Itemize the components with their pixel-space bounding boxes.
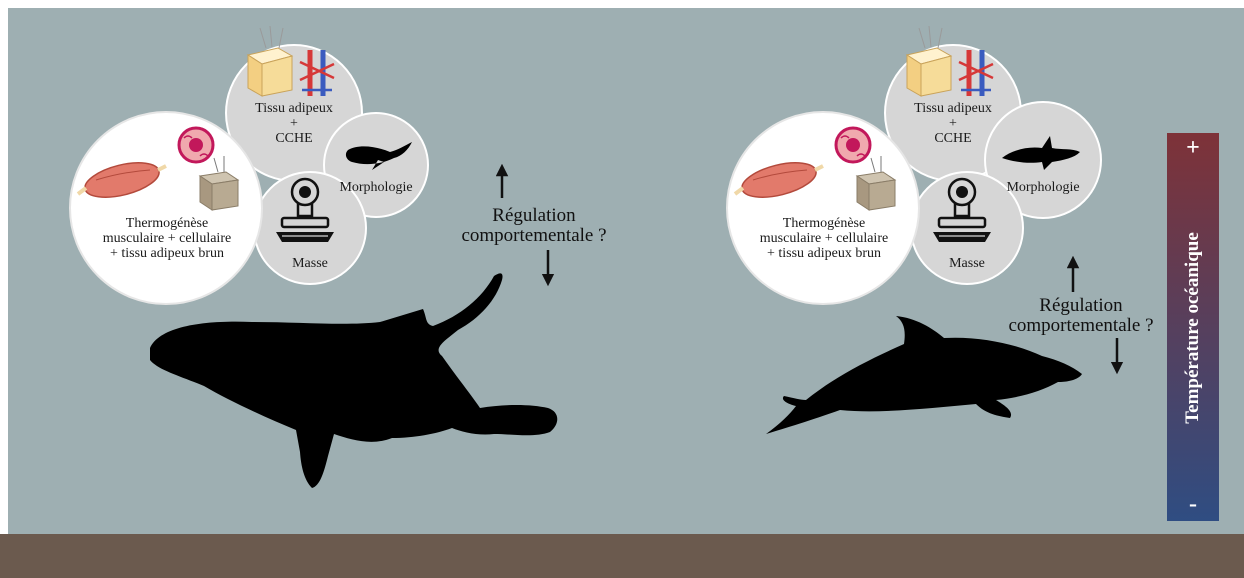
adipose-label-line: CCHE	[903, 131, 1003, 146]
mass-label: Masse	[280, 256, 340, 272]
scale-minus-symbol: -	[1167, 490, 1219, 518]
mass-label: Masse	[937, 256, 997, 272]
adipose-label-line: Tissu adipeux	[244, 101, 344, 116]
adipose-label-line: +	[903, 116, 1003, 131]
thermogenesis-label: Thermogénèse musculaire + cellulaire + t…	[72, 216, 262, 261]
regulation-line: comportementale ?	[446, 226, 622, 246]
seafloor	[0, 534, 1244, 578]
regulation-line: Régulation	[998, 296, 1164, 316]
behavioral-regulation-label: Régulation comportementale ?	[998, 296, 1164, 336]
adipose-label-line: +	[244, 116, 344, 131]
behavioral-regulation-label: Régulation comportementale ?	[446, 206, 622, 246]
thermogenesis-label-line: Thermogénèse	[729, 216, 919, 231]
adipose-label: Tissu adipeux + CCHE	[903, 101, 1003, 146]
thermogenesis-label-line: Thermogénèse	[72, 216, 262, 231]
adipose-label-line: Tissu adipeux	[903, 101, 1003, 116]
scale-plus-symbol: +	[1167, 134, 1219, 162]
cell-icon	[836, 128, 870, 162]
morphology-label: Morphologie	[1001, 180, 1085, 196]
regulation-line: comportementale ?	[998, 316, 1164, 336]
adipose-label: Tissu adipeux + CCHE	[244, 101, 344, 146]
adipose-label-line: CCHE	[244, 131, 344, 146]
morphology-label: Morphologie	[334, 180, 418, 196]
regulation-line: Régulation	[446, 206, 622, 226]
cell-icon	[179, 128, 213, 162]
thermogenesis-label-line: + tissu adipeux brun	[72, 246, 262, 261]
temperature-scale-title: Température océanique	[1181, 178, 1205, 478]
thermogenesis-label-line: + tissu adipeux brun	[729, 246, 919, 261]
circle-thermogenesis	[727, 112, 919, 304]
thermogenesis-label-line: musculaire + cellulaire	[729, 231, 919, 246]
thermogenesis-label-line: musculaire + cellulaire	[72, 231, 262, 246]
thermogenesis-label: Thermogénèse musculaire + cellulaire + t…	[729, 216, 919, 261]
circle-thermogenesis	[70, 112, 262, 304]
